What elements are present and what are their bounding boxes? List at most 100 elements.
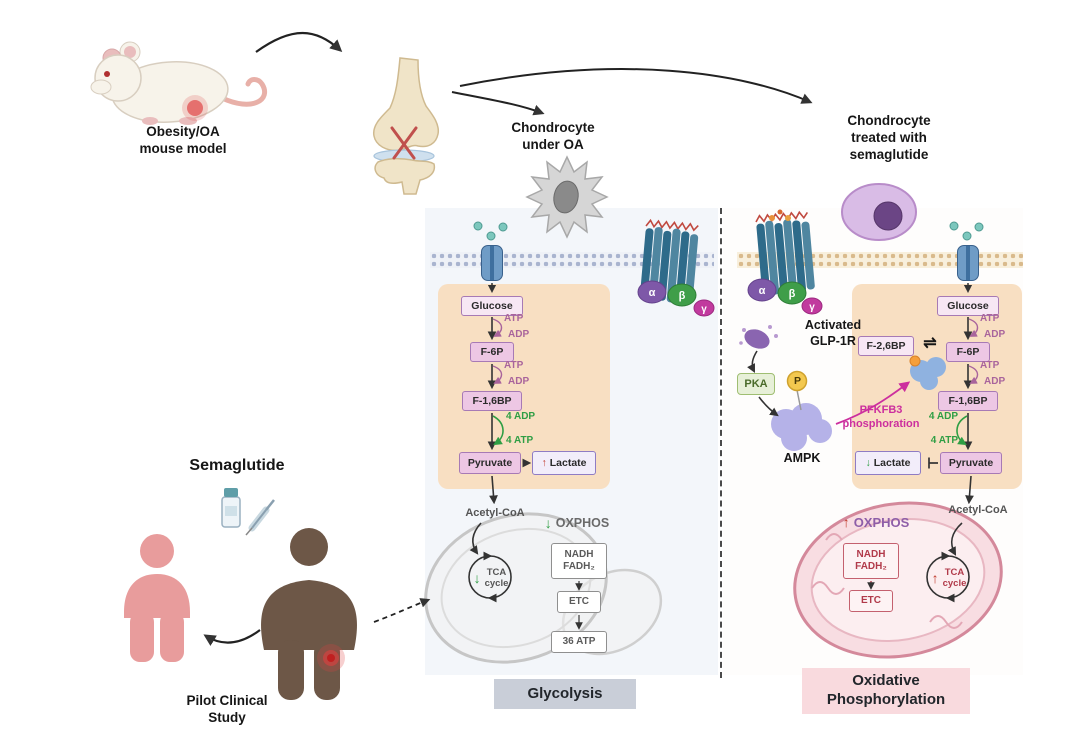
pilot-clinical-study-label: Pilot Clinical Study bbox=[186, 693, 268, 725]
lactate-box-left: ↑ Lactate bbox=[532, 451, 596, 475]
pfkfb3-enzyme-icon bbox=[909, 355, 946, 390]
arrow-obese-to-healthy bbox=[203, 629, 261, 646]
atp-adp-arc bbox=[968, 365, 979, 384]
tca-cycle-circle bbox=[945, 555, 970, 603]
lactate-box-right: ↓ Lactate bbox=[855, 451, 921, 475]
agonist-dots-icon bbox=[769, 209, 791, 221]
beta-subunit-label: β bbox=[789, 288, 796, 300]
activated-glp1r-label: Activated GLP-1R bbox=[804, 318, 862, 348]
f6p-box-left: F-6P bbox=[470, 342, 514, 362]
lactate-label-left: Lactate bbox=[549, 457, 587, 469]
glucose-box-left: Glucose bbox=[461, 296, 523, 316]
mouse-foot bbox=[142, 117, 158, 125]
f16bp-box-right: F-1,6BP bbox=[938, 391, 998, 411]
glucose-box-right: Glucose bbox=[937, 296, 999, 316]
g-protein-right: α β γ bbox=[747, 278, 823, 315]
pyruvate-box-left: Pyruvate bbox=[459, 452, 521, 474]
inflammation-spot-icon bbox=[187, 100, 203, 116]
semaglutide-vial-icon bbox=[221, 488, 241, 528]
atp-adp-arc bbox=[492, 318, 503, 337]
nadh-fadh2-box-right: NADH FADH₂ bbox=[843, 543, 899, 579]
treated-cell-nucleus bbox=[873, 201, 903, 231]
adp4-label: 4 ADP bbox=[506, 411, 536, 422]
lactate-up-arrow-icon: ↑ bbox=[541, 457, 547, 469]
glycolysis-arrows-right bbox=[867, 283, 979, 603]
oxphos-up-arrow-icon: ↑ bbox=[842, 514, 850, 530]
atp-label: ATP bbox=[980, 360, 1000, 371]
tibia-bone bbox=[374, 157, 436, 195]
chondrocyte-treated-label: Chondrocyte treated with semaglutide bbox=[847, 113, 931, 162]
ampk-enzyme-icon bbox=[771, 370, 832, 451]
lactate-down-arrow-icon: ↓ bbox=[865, 457, 871, 469]
mouse-eye bbox=[104, 71, 110, 77]
mouse-model-label: Obesity/OA mouse model bbox=[139, 124, 227, 156]
ligament bbox=[390, 126, 416, 160]
tca-cycle-right: ↑ TCA cycle bbox=[924, 563, 974, 593]
atp4-label: 4 ATP bbox=[506, 435, 534, 446]
ampk-label: AMPK bbox=[783, 451, 821, 465]
oxphos-label-right: OXPHOS bbox=[853, 514, 910, 530]
f16bp-box-left: F-1,6BP bbox=[462, 391, 522, 411]
cristae bbox=[929, 615, 963, 629]
arrow-pka-to-ampk bbox=[758, 396, 779, 417]
tca-up-arrow-icon: ↑ bbox=[931, 570, 939, 586]
chondrocyte-oa-cell bbox=[525, 155, 609, 239]
tca-cycle-circle bbox=[487, 555, 512, 603]
oxidative-phosphorylation-title: Oxidative Phosphorylation bbox=[802, 668, 970, 714]
atp-label: ATP bbox=[980, 313, 1000, 324]
oxphos-down-arrow-icon: ↓ bbox=[544, 515, 552, 531]
atp-label: ATP bbox=[504, 360, 524, 371]
tca-label-left: TCA cycle bbox=[484, 567, 509, 589]
glucose-molecules-left bbox=[473, 221, 508, 271]
atp36-box-left: 36 ATP bbox=[551, 631, 607, 653]
tca-cycle-left: ↓ TCA cycle bbox=[466, 563, 516, 593]
adp-label: ADP bbox=[984, 376, 1006, 387]
atp-adp-arc bbox=[492, 365, 503, 384]
atp-adp-arc bbox=[968, 318, 979, 337]
released-g-alpha-icon bbox=[739, 325, 778, 349]
pyruvate-box-right: Pyruvate bbox=[940, 452, 1002, 474]
pka-box: PKA bbox=[737, 373, 775, 395]
adp-atp-green-arc bbox=[492, 415, 504, 446]
adp4-label: 4 ADP bbox=[928, 411, 958, 422]
adp-label: ADP bbox=[508, 329, 530, 340]
phosphate-circle-icon bbox=[786, 370, 808, 392]
phosphate-stick bbox=[796, 389, 802, 411]
mouse-snout bbox=[90, 79, 112, 95]
tca-label-right: TCA cycle bbox=[942, 567, 967, 589]
glycolysis-title: Glycolysis bbox=[494, 679, 636, 709]
arrow-pyruvate-to-acetylcoa bbox=[965, 475, 974, 505]
glucose-transporter-left bbox=[481, 245, 503, 281]
arrow-mouse-to-knee bbox=[255, 32, 343, 53]
gamma-subunit-label: γ bbox=[701, 304, 707, 315]
glucose-transporter-right bbox=[957, 245, 979, 281]
ligament bbox=[392, 126, 418, 160]
arrow-ampk-to-pfkfb3 bbox=[835, 381, 911, 425]
beta-subunit-label: β bbox=[679, 290, 686, 302]
activator-dot-icon bbox=[909, 355, 921, 367]
receptor-extracellular-squiggle bbox=[755, 210, 809, 223]
tca-down-arrow-icon: ↓ bbox=[473, 570, 481, 586]
cristae bbox=[825, 533, 843, 541]
pfkfb3-phosphorylation-label: PFKFB3 phosphoration bbox=[842, 404, 920, 430]
syringe-icon bbox=[245, 499, 275, 536]
oa-cell-nucleus bbox=[553, 180, 579, 214]
lactate-label-right: Lactate bbox=[873, 457, 911, 469]
equilibrium-arrows-icon: ⇌ bbox=[923, 335, 937, 352]
mouse-ear-inner bbox=[124, 46, 136, 58]
mouse-tail bbox=[219, 77, 267, 107]
arrow-knee-to-treated-chondrocyte bbox=[459, 68, 813, 104]
nadh-fadh2-box-left: NADH FADH₂ bbox=[551, 543, 607, 579]
obese-person-figure bbox=[261, 528, 357, 700]
alpha-subunit-label: α bbox=[759, 285, 766, 297]
arrow-galpha-to-pka bbox=[747, 350, 758, 373]
acetyl-coa-label-right: Acetyl-CoA bbox=[948, 504, 1008, 516]
f6p-box-right: F-6P bbox=[946, 342, 990, 362]
arrow-pyruvate-to-acetylcoa bbox=[489, 475, 498, 505]
g-protein-left: α β γ bbox=[637, 280, 715, 317]
cristae bbox=[811, 581, 845, 595]
top-flow-arrows bbox=[255, 32, 813, 116]
mouse-illustration bbox=[90, 41, 267, 125]
